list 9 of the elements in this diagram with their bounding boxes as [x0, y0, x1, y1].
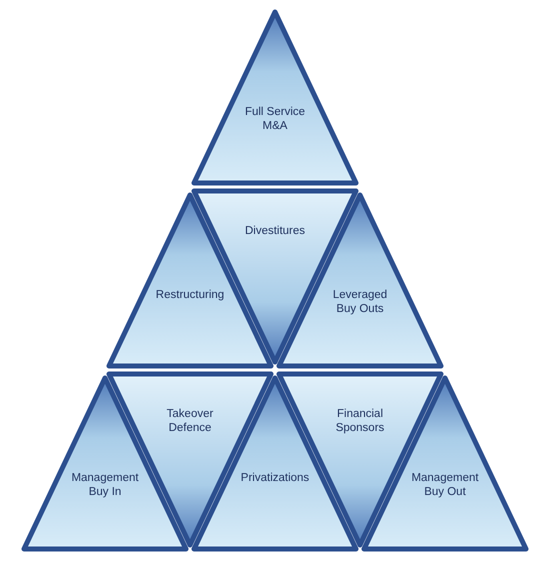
- tile-label: Financial Sponsors: [334, 406, 386, 435]
- tile-label: Takeover Defence: [166, 406, 214, 435]
- tile-label: Management Buy In: [70, 470, 140, 499]
- tile-label: Privatizations: [240, 470, 310, 485]
- tile-label: Restructuring: [156, 288, 224, 302]
- tile-label: Divestitures: [244, 224, 306, 238]
- tile-label: Management Buy Out: [410, 470, 480, 499]
- tile-label: Full Service M&A: [244, 104, 306, 133]
- tile-label: Leveraged Buy Outs: [332, 288, 388, 316]
